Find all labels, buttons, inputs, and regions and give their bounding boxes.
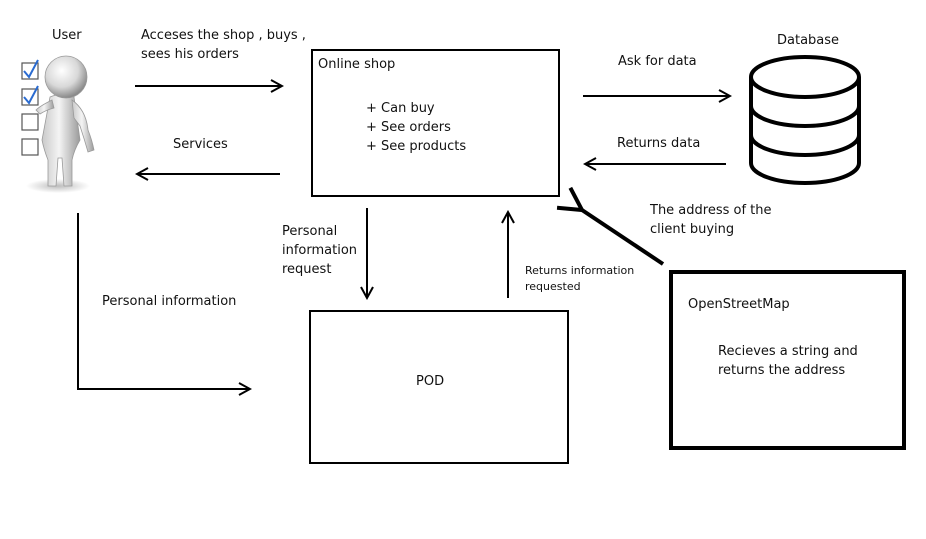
online-shop-box-outline <box>311 49 560 197</box>
flow-shop-to-db-label: Ask for data <box>618 54 697 69</box>
flow-db-to-shop-label: Returns data <box>617 136 701 151</box>
flow-shop-to-pod-line1: Personal <box>282 224 338 239</box>
pod-title: POD <box>416 374 445 389</box>
osm-description-line2: returns the address <box>718 363 846 378</box>
flow-user-to-shop-line1: Acceses the shop , buys , <box>141 28 306 43</box>
online-shop-item-products: + See products <box>366 139 467 154</box>
flow-osm-to-shop-line1: The address of the <box>650 203 772 218</box>
osm-box-outline <box>669 270 906 450</box>
flow-shop-to-pod-line3: request <box>282 262 332 277</box>
flow-pod-to-shop-line1: Returns information <box>525 264 635 277</box>
database-icon <box>749 55 861 185</box>
osm-description-line1: Recieves a string and <box>718 344 858 359</box>
flow-user-to-pod-label: Personal information <box>102 294 237 309</box>
user-figure-icon <box>21 55 95 193</box>
flow-pod-to-shop-line2: requested <box>525 280 581 293</box>
online-shop-item-orders: + See orders <box>366 120 451 135</box>
osm-title: OpenStreetMap <box>688 297 790 312</box>
online-shop-item-buy: + Can buy <box>366 101 435 116</box>
flow-shop-to-user-label: Services <box>173 137 228 152</box>
flow-shop-to-pod-line2: information <box>282 243 358 258</box>
user-label: User <box>52 28 82 43</box>
flow-user-to-shop-line2: sees his orders <box>141 47 239 62</box>
pod-box-outline <box>309 310 569 464</box>
arrow-osm-to-shop <box>582 210 665 266</box>
database-label: Database <box>777 33 840 48</box>
flow-osm-to-shop-line2: client buying <box>650 222 735 237</box>
online-shop-title: Online shop <box>318 57 396 72</box>
arrow-user-to-pod <box>77 213 250 389</box>
